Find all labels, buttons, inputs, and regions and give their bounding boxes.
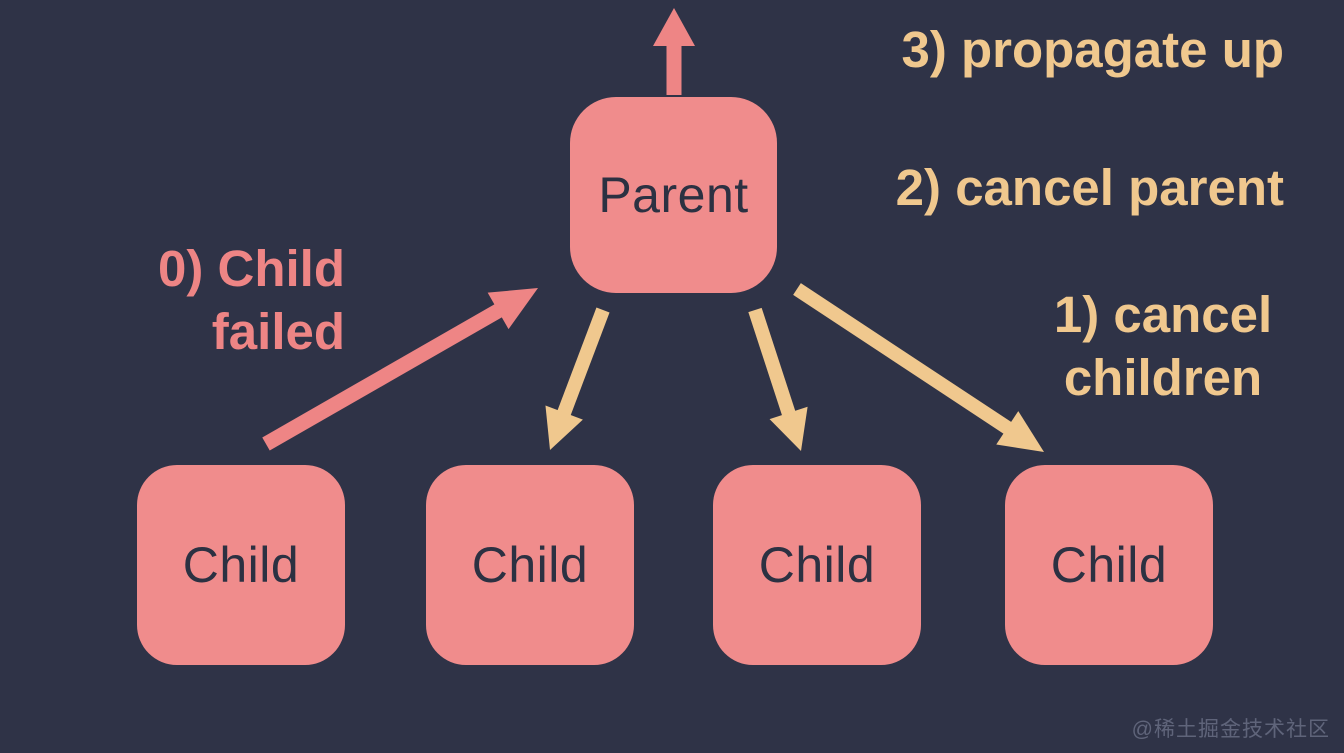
watermark: @稀土掘金技术社区 xyxy=(1131,718,1330,741)
child-node-1: Child xyxy=(137,465,345,665)
cancel-child-3-arrow xyxy=(748,307,808,451)
child-failed-arrow xyxy=(262,288,538,451)
child-node-3-label: Child xyxy=(758,537,876,593)
annotation-cancel-children: 1) cancel children xyxy=(1053,286,1273,406)
cancel-child-4-arrow xyxy=(793,283,1044,452)
child-node-4-label: Child xyxy=(1050,537,1168,593)
child-node-3: Child xyxy=(713,465,921,665)
propagate-up-arrow xyxy=(653,8,695,95)
annotation-propagate-up: 3) propagate up xyxy=(901,21,1284,78)
parent-node: Parent xyxy=(570,97,777,293)
annotation-cancel-parent: 2) cancel parent xyxy=(895,159,1284,216)
child-node-1-label: Child xyxy=(182,537,300,593)
parent-node-label: Parent xyxy=(598,167,749,223)
child-node-2: Child xyxy=(426,465,634,665)
annotation-child-failed: 0) Child failed xyxy=(158,240,345,360)
cancel-child-2-arrow xyxy=(545,307,610,450)
child-node-4: Child xyxy=(1005,465,1213,665)
child-node-2-label: Child xyxy=(471,537,589,593)
